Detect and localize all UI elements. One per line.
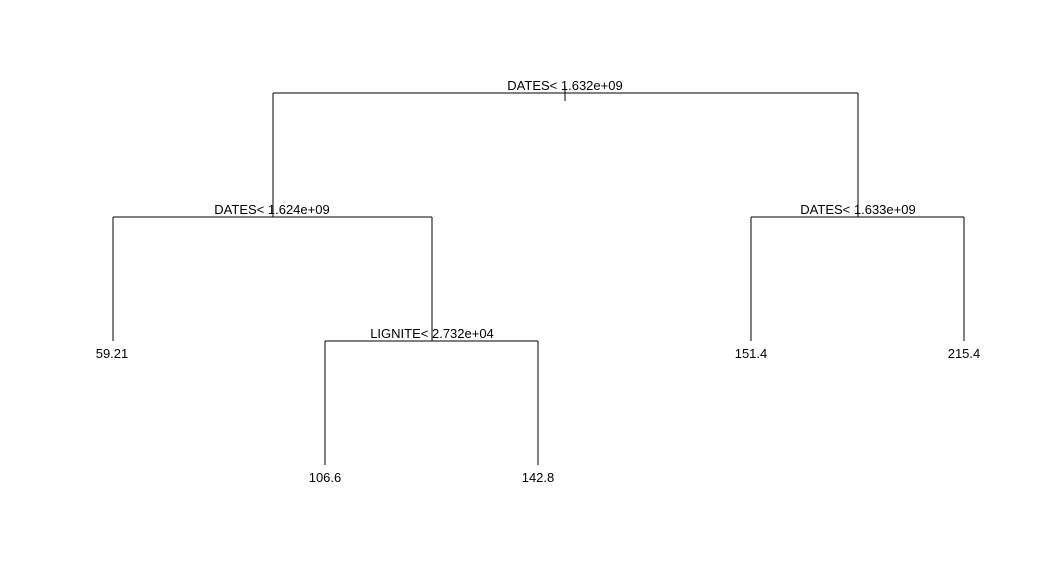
leaf-left-right-left: 106.6 [309,470,342,485]
root-split: DATES< 1.632e+09 [272,78,859,217]
root-split-label: DATES< 1.632e+09 [507,78,622,93]
right-split-label: DATES< 1.633e+09 [800,202,915,217]
leaf-left-right-right: 142.8 [522,470,555,485]
right-split: DATES< 1.633e+09 [750,202,965,341]
left-right-split-label: LIGNITE< 2.732e+04 [370,326,494,341]
leaf-left-left: 59.21 [96,346,129,361]
leaf-right-right: 215.4 [948,346,981,361]
left-right-split: LIGNITE< 2.732e+04 [324,326,539,465]
leaf-right-left: 151.4 [735,346,768,361]
left-split: DATES< 1.624e+09 [112,202,433,341]
left-split-label: DATES< 1.624e+09 [214,202,329,217]
